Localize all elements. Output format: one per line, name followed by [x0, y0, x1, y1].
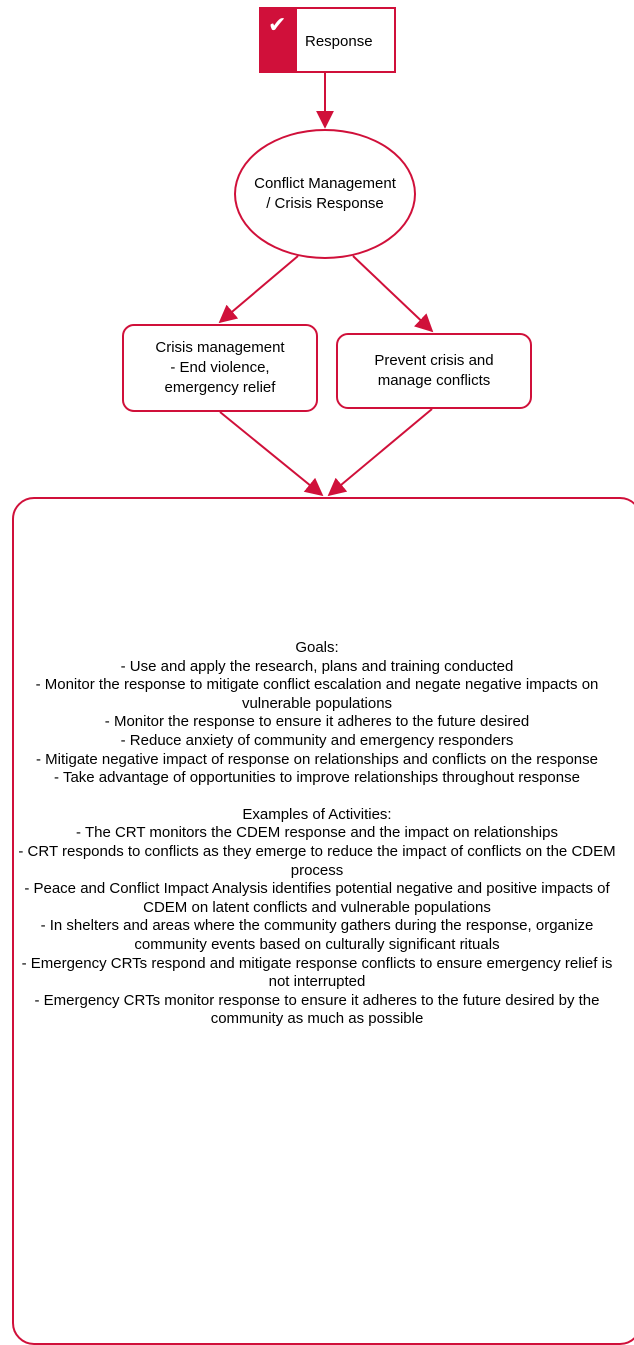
section-spacer — [14, 788, 620, 806]
prevent-crisis-node[interactable]: Prevent crisis and manage conflicts — [336, 333, 532, 409]
response-node[interactable]: ✔ Response — [259, 7, 396, 73]
activity-item: - Peace and Conflict Impact Analysis ide… — [24, 880, 610, 916]
checkmark-icon: ✔ — [268, 13, 287, 38]
goals-heading: Goals: — [295, 639, 339, 656]
goals-activities-box[interactable]: Goals: - Use and apply the research, pla… — [12, 497, 634, 1345]
activity-item: - CRT responds to conflicts as they emer… — [18, 842, 616, 879]
edge-crisis-to-goals — [219, 411, 324, 497]
edge-prevent-to-goals — [327, 408, 433, 497]
goals-activities-text: Goals: - Use and apply the research, pla… — [14, 639, 620, 1029]
crisis-management-node-label: Crisis management - End violence, emerge… — [155, 339, 285, 396]
goal-item: - Take advantage of opportunities to imp… — [54, 769, 580, 787]
activity-item: - Emergency CRTs monitor response to ens… — [34, 991, 600, 1028]
conflict-management-node-label: Conflict Management / Crisis Response — [254, 175, 396, 212]
edge-conflict-to-crisis — [218, 255, 299, 324]
conflict-management-node[interactable]: Conflict Management / Crisis Response — [234, 129, 416, 259]
activity-item: - In shelters and areas where the commun… — [40, 917, 594, 953]
checkmark-badge: ✔ — [261, 9, 297, 71]
response-node-label: Response — [305, 33, 373, 50]
goal-item: - Monitor the response to ensure it adhe… — [104, 713, 530, 731]
goal-item: - Mitigate negative impact of response o… — [36, 750, 598, 768]
edge-conflict-to-prevent — [352, 255, 434, 333]
activity-item: - The CRT monitors the CDEM response and… — [76, 824, 558, 842]
crisis-management-node[interactable]: Crisis management - End violence, emerge… — [122, 324, 318, 412]
activity-item: - Emergency CRTs respond and mitigate re… — [21, 954, 613, 991]
prevent-crisis-node-label: Prevent crisis and manage conflicts — [374, 352, 494, 389]
activities-heading: Examples of Activities: — [242, 805, 392, 823]
goal-item: - Use and apply the research, plans and … — [120, 657, 514, 675]
goal-item: - Reduce anxiety of community and emerge… — [120, 731, 514, 749]
goal-item: - Monitor the response to mitigate confl… — [35, 676, 599, 712]
